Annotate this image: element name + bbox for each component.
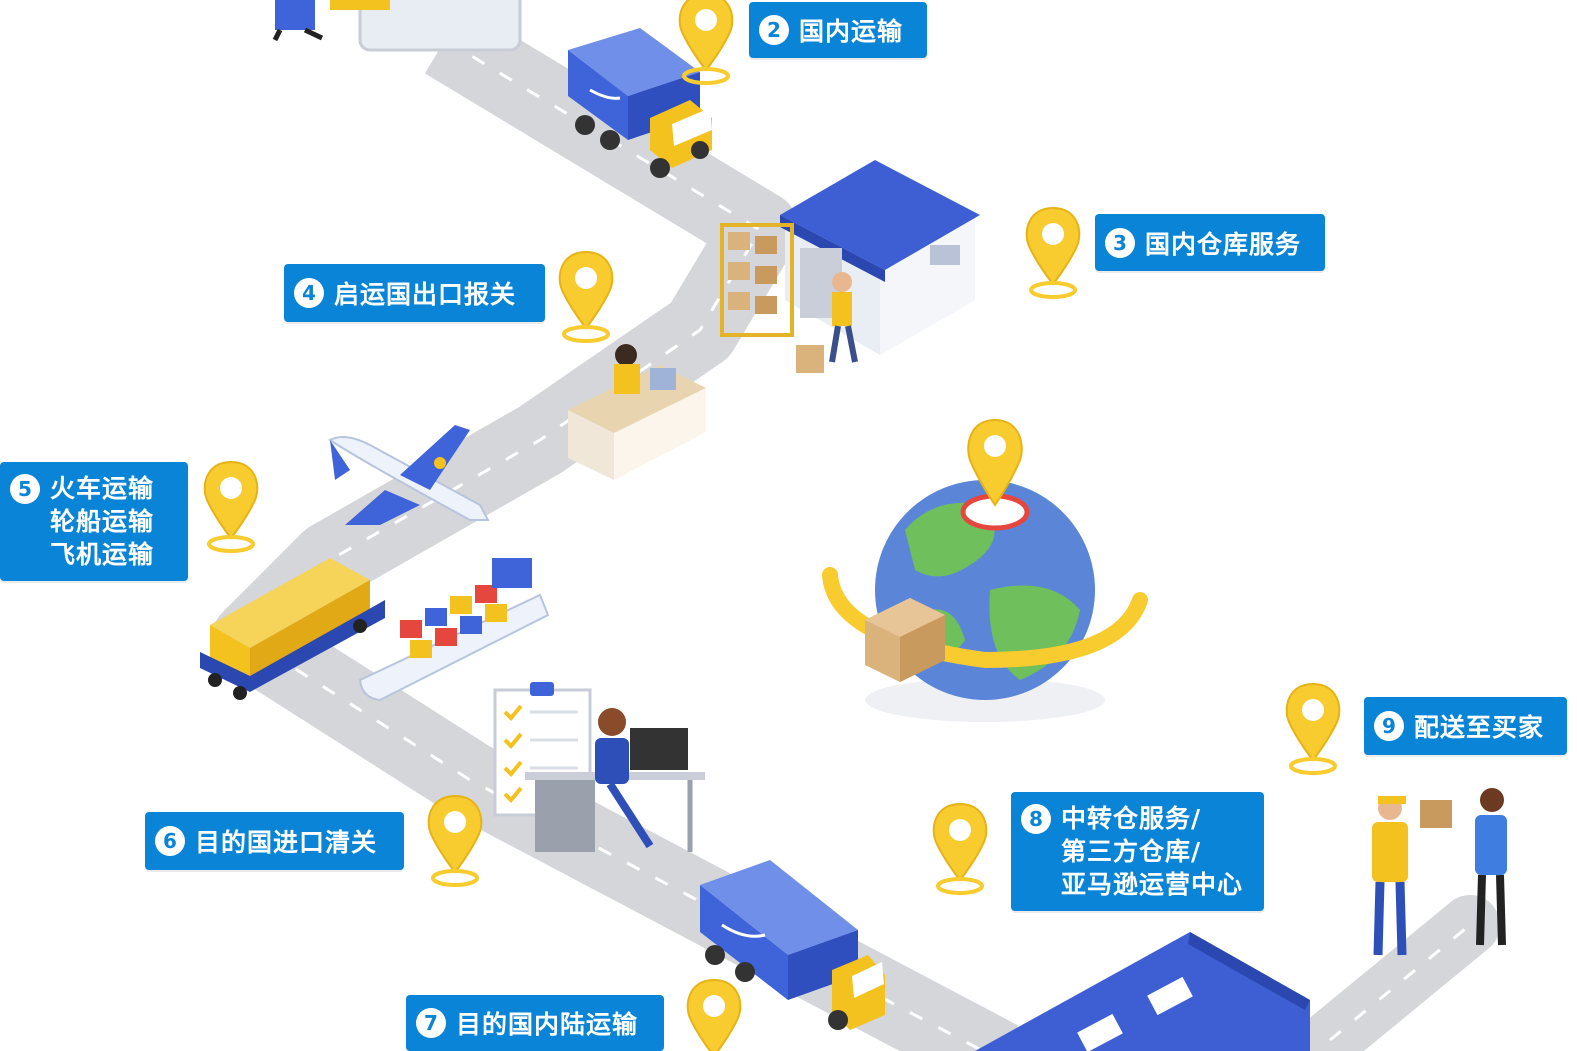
step-text: 目的国内陆运输 bbox=[456, 1010, 639, 1039]
step-4-label: 4 启运国出口报关 bbox=[284, 264, 545, 322]
step-number: 8 bbox=[1021, 804, 1051, 834]
step-number: 2 bbox=[759, 15, 789, 45]
location-pin-icon bbox=[931, 802, 989, 895]
step-text-line: 第三方仓库/ bbox=[1061, 837, 1202, 866]
freight-train-icon bbox=[200, 558, 385, 700]
warehouse-icon bbox=[720, 160, 980, 373]
airplane-icon bbox=[328, 425, 490, 525]
step-number: 7 bbox=[416, 1008, 446, 1038]
step-text-line: 亚马逊运营中心 bbox=[1061, 870, 1244, 899]
location-pin-icon bbox=[557, 250, 615, 343]
step-9-label: 9 配送至买家 bbox=[1364, 697, 1567, 755]
step-3-label: 3 国内仓库服务 bbox=[1095, 214, 1325, 271]
step-number: 9 bbox=[1374, 711, 1404, 741]
step-7-label: 7 目的国内陆运输 bbox=[406, 995, 664, 1051]
customs-desk-illustration bbox=[568, 344, 706, 480]
step-text: 国内运输 bbox=[799, 17, 904, 46]
location-pin-icon bbox=[677, 0, 735, 85]
step-text: 启运国出口报关 bbox=[334, 280, 517, 309]
step-text: 配送至买家 bbox=[1414, 713, 1545, 742]
step-2-label: 2 国内运输 bbox=[749, 2, 927, 58]
location-pin-icon bbox=[685, 978, 743, 1051]
warehouse-icon-2 bbox=[975, 932, 1310, 1051]
phone-illustration bbox=[272, 0, 522, 52]
step-text-line: 轮船运输 bbox=[50, 507, 155, 536]
checklist-icon bbox=[493, 682, 705, 852]
step-6-label: 6 目的国进口清关 bbox=[145, 812, 404, 870]
step-number: 4 bbox=[294, 278, 324, 308]
step-number: 5 bbox=[10, 474, 40, 504]
location-pin-icon bbox=[202, 460, 260, 553]
step-text: 目的国进口清关 bbox=[195, 828, 378, 857]
delivery-truck-icon-2 bbox=[700, 860, 885, 1030]
delivery-truck-icon bbox=[568, 28, 712, 178]
step-text-line: 火车运输 bbox=[50, 474, 155, 503]
step-text-line: 飞机运输 bbox=[50, 540, 155, 569]
step-number: 6 bbox=[155, 826, 185, 856]
step-number: 3 bbox=[1105, 227, 1135, 258]
courier-and-buyer-illustration bbox=[1372, 788, 1507, 956]
step-5-label: 5 火车运输 轮船运输 飞机运输 bbox=[0, 462, 188, 581]
step-text-line: 中转仓服务/ bbox=[1061, 804, 1202, 833]
globe-icon bbox=[822, 418, 1148, 722]
location-pin-icon bbox=[1284, 682, 1342, 775]
step-8-label: 8 中转仓服务/ 第三方仓库/ 亚马逊运营中心 bbox=[1011, 792, 1264, 911]
location-pin-icon bbox=[1024, 206, 1082, 299]
cargo-ship-icon bbox=[358, 558, 550, 702]
location-pin-icon bbox=[426, 794, 484, 887]
step-text: 国内仓库服务 bbox=[1145, 229, 1302, 259]
